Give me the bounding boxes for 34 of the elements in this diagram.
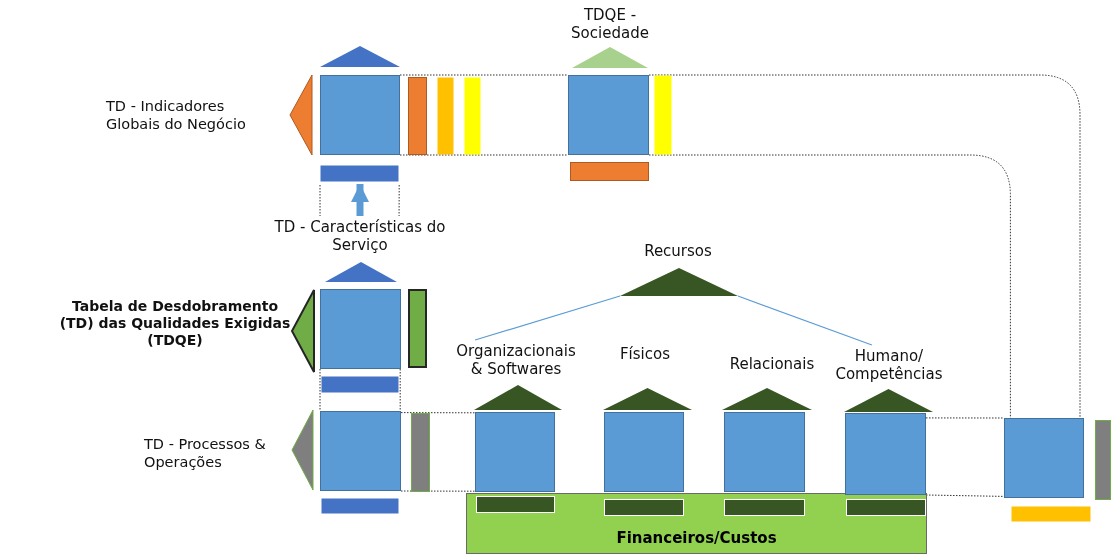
connector-line — [737, 295, 873, 346]
dotted-connector — [925, 417, 1005, 419]
category-label: Humano/ Competências — [832, 345, 946, 385]
resource-triangle — [620, 268, 738, 296]
dotted-connector — [400, 490, 476, 492]
dotted-connector — [648, 154, 1011, 419]
matrix-square — [845, 413, 926, 495]
category-label: Relacionais — [720, 353, 824, 375]
matrix-title: TDQE - Sociedade — [570, 6, 650, 42]
dotted-connector — [319, 184, 321, 217]
matrix-square — [1004, 418, 1084, 498]
matrix-square — [320, 75, 400, 155]
dotted-connector — [399, 154, 569, 156]
dotted-connector — [400, 412, 476, 414]
matrix-title: TD - Indicadores Globais do Negócio — [106, 98, 247, 133]
matrix-square — [320, 411, 401, 491]
category-label: Físicos — [608, 343, 682, 365]
category-label: TD - Características do Serviço — [270, 216, 450, 256]
dotted-connector — [399, 74, 569, 76]
matrix-title: Recursos — [643, 242, 713, 260]
band-title: Financeiros/Custos — [616, 529, 777, 547]
matrix-square — [724, 412, 805, 492]
matrix-square — [320, 289, 401, 369]
matrix-title: TD - Processos & Operações — [144, 436, 267, 471]
matrix-title: Tabela de Desdobramento (TD) das Qualidades Exigidas (TDQE) — [58, 298, 292, 349]
connector-line — [474, 295, 621, 341]
dotted-connector — [399, 368, 401, 412]
dotted-connector — [648, 74, 1081, 419]
matrix-square — [475, 412, 555, 492]
category-label: Organizacionais & Softwares — [450, 340, 582, 380]
matrix-square — [604, 412, 684, 492]
dotted-connector — [319, 368, 321, 412]
dotted-connector — [398, 184, 400, 217]
matrix-square — [568, 75, 649, 155]
